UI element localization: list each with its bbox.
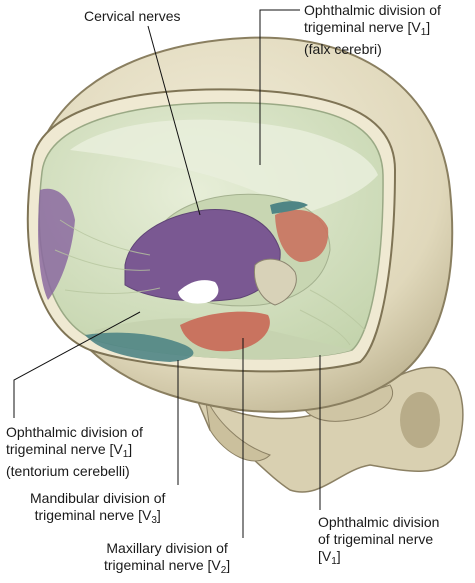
leader-lines	[13, 9, 321, 538]
tentorium-striations	[54, 219, 366, 346]
label-maxillary-division: Maxillary division of trigeminal nerve […	[104, 540, 231, 576]
notch-opening	[178, 280, 219, 304]
label-ophthalmic-falx: Ophthalmic division of trigeminal nerve …	[304, 2, 441, 57]
left-purple-region	[38, 188, 75, 300]
salmon-region-lower	[180, 311, 270, 352]
salmon-region-upper	[275, 209, 329, 262]
teal-region-upper	[270, 201, 308, 214]
label-cervical-nerves: Cervical nerves	[84, 8, 181, 24]
mastoid	[204, 394, 271, 462]
label-mandibular-division: Mandibular division of trigeminal nerve …	[30, 490, 166, 526]
label-ophthalmic-floor: Ophthalmic division of trigeminal nerve …	[318, 514, 440, 567]
falx-cerebri	[70, 119, 378, 215]
label-ophthalmic-tentorium: Ophthalmic division of trigeminal nerve …	[6, 424, 143, 479]
sella-turcica	[253, 258, 297, 306]
orbit-shadow	[400, 392, 440, 448]
teal-region-lower	[85, 332, 194, 362]
